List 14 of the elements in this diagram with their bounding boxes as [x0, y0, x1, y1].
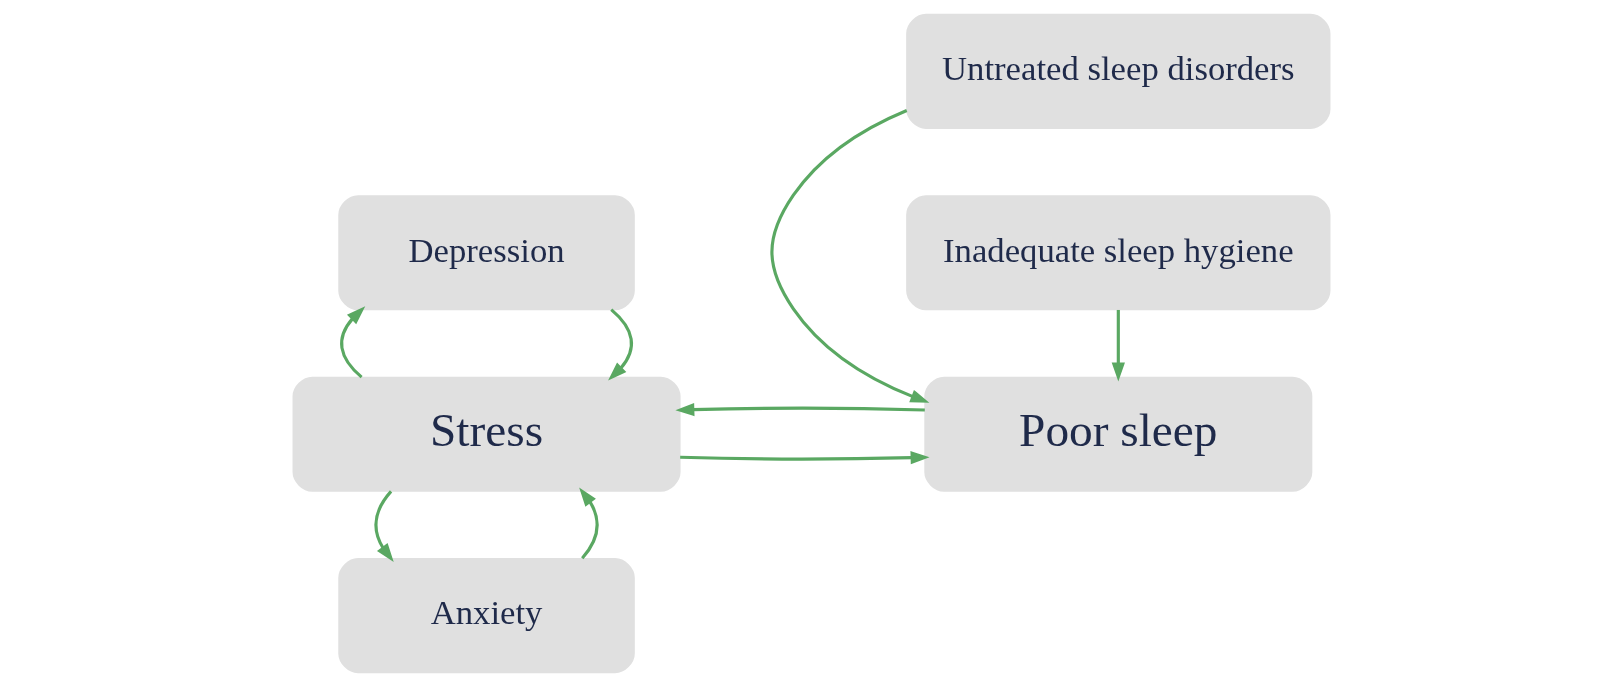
- arrow: [675, 402, 925, 417]
- arrow: [374, 490, 394, 562]
- arrow: [608, 308, 633, 381]
- arrow: [770, 109, 930, 403]
- node-box: Stress: [292, 376, 681, 492]
- node-box: Inadequate sleep hygiene: [906, 195, 1331, 311]
- node-box: Untreated sleep disorders: [906, 13, 1331, 129]
- node-box: Anxiety: [338, 558, 635, 674]
- arrow: [579, 487, 599, 560]
- arrow: [340, 306, 366, 379]
- arrow: [680, 451, 930, 465]
- arrow: [1111, 309, 1125, 382]
- node-box: Poor sleep: [924, 376, 1313, 492]
- node-box: Depression: [338, 195, 635, 311]
